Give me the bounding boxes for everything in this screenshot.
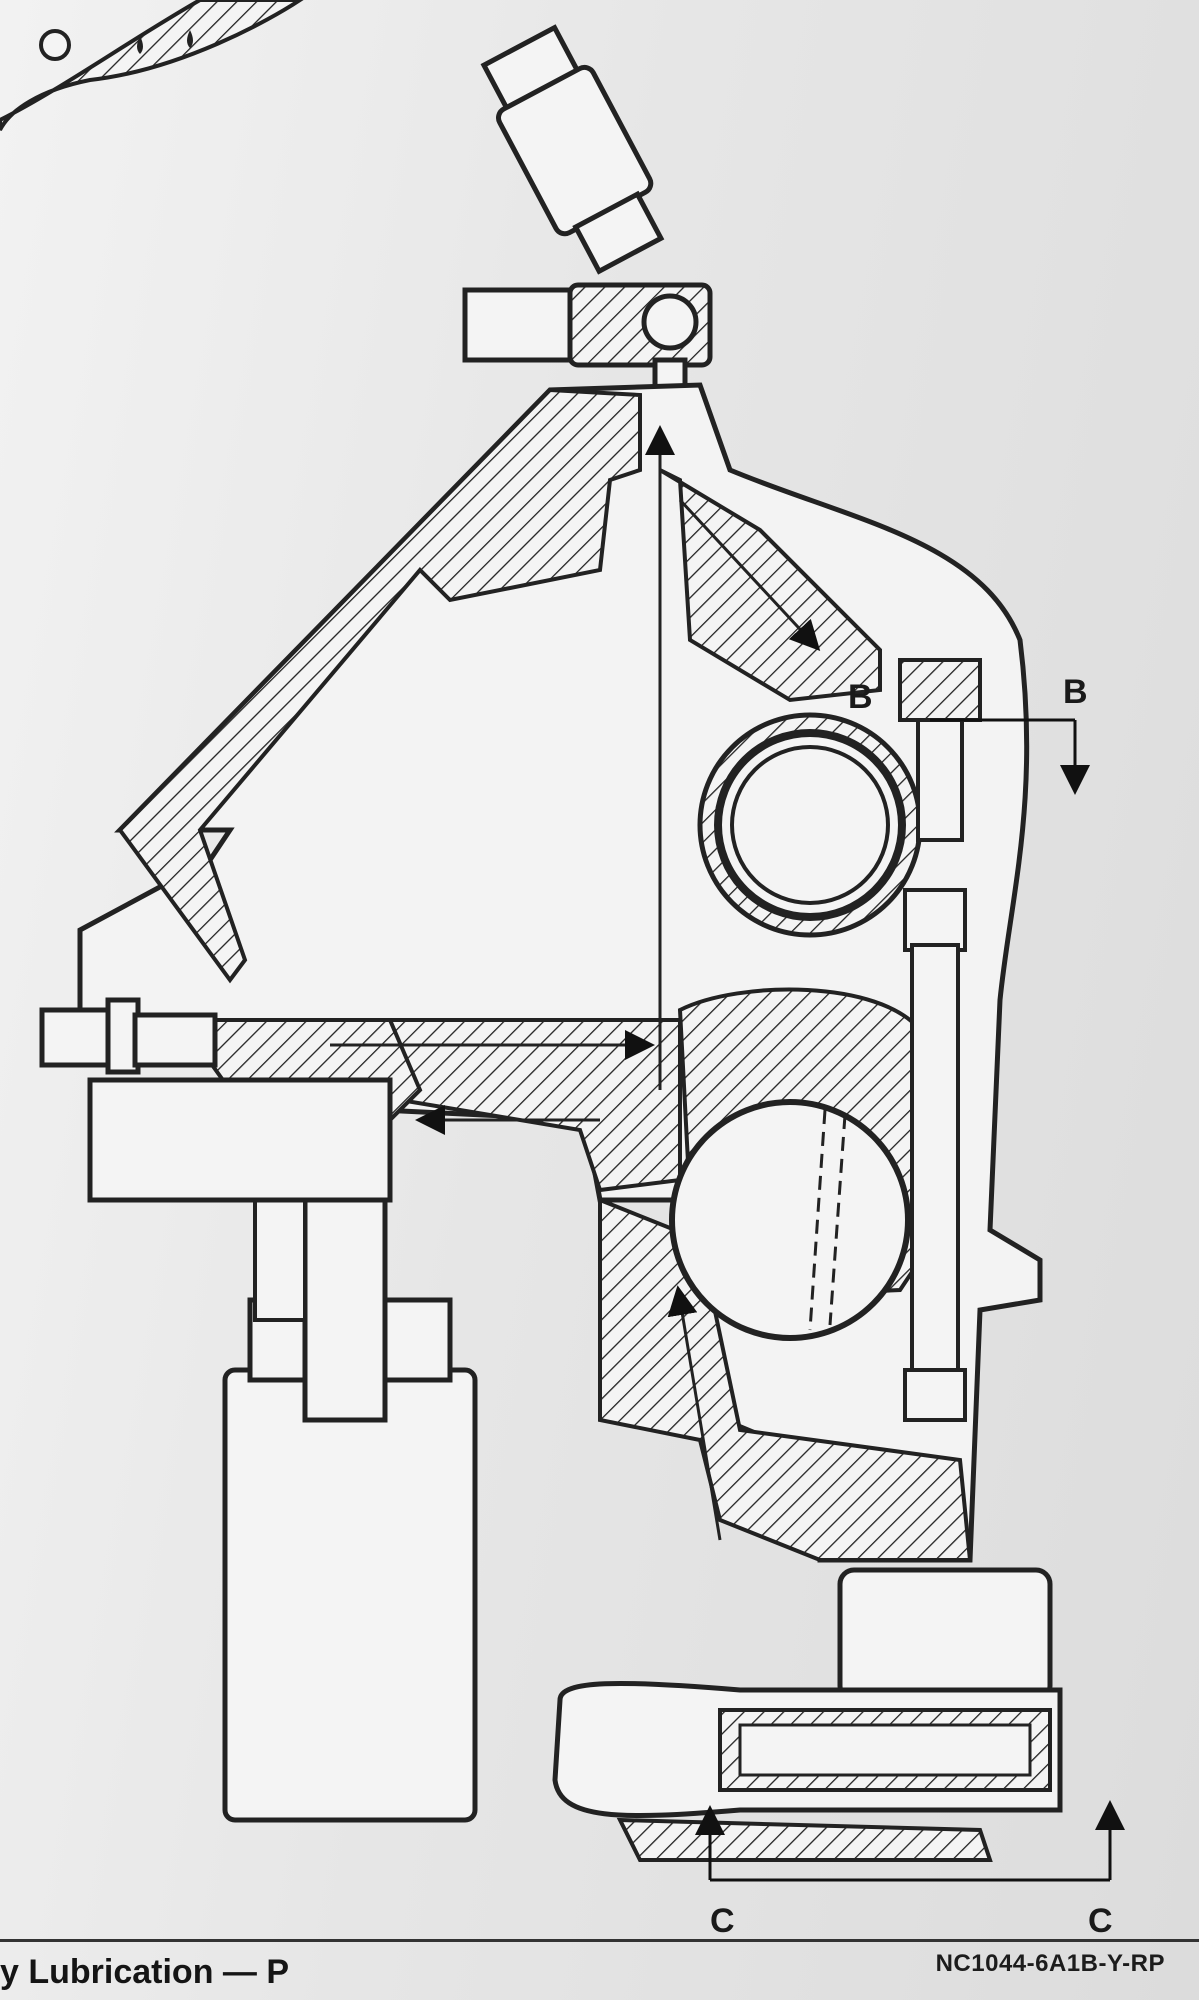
figure-caption: y Lubrication — P <box>0 1953 290 1991</box>
relief-valve-fitting <box>39 997 218 1075</box>
section-line-b <box>930 718 1090 795</box>
footer-rule <box>0 1939 1199 1942</box>
adjacent-component-fragment <box>0 0 304 131</box>
camshaft-bearing <box>697 712 923 938</box>
oil-pickup-tube <box>552 1680 1063 1862</box>
section-label-c-left: C <box>710 1902 735 1940</box>
oil-pressure-sender <box>462 24 713 403</box>
section-label-c-right: C <box>1088 1902 1113 1940</box>
section-label-b-left: B <box>848 678 873 716</box>
crankshaft-bearing <box>669 1099 911 1341</box>
section-label-b-right: B <box>1063 673 1088 711</box>
oil-filter <box>87 1077 478 1823</box>
oil-pump-drive-shaft <box>898 658 982 1422</box>
figure-code: NC1044-6A1B-Y-RP <box>935 1950 1165 1977</box>
section-line-c <box>695 1800 1125 1882</box>
